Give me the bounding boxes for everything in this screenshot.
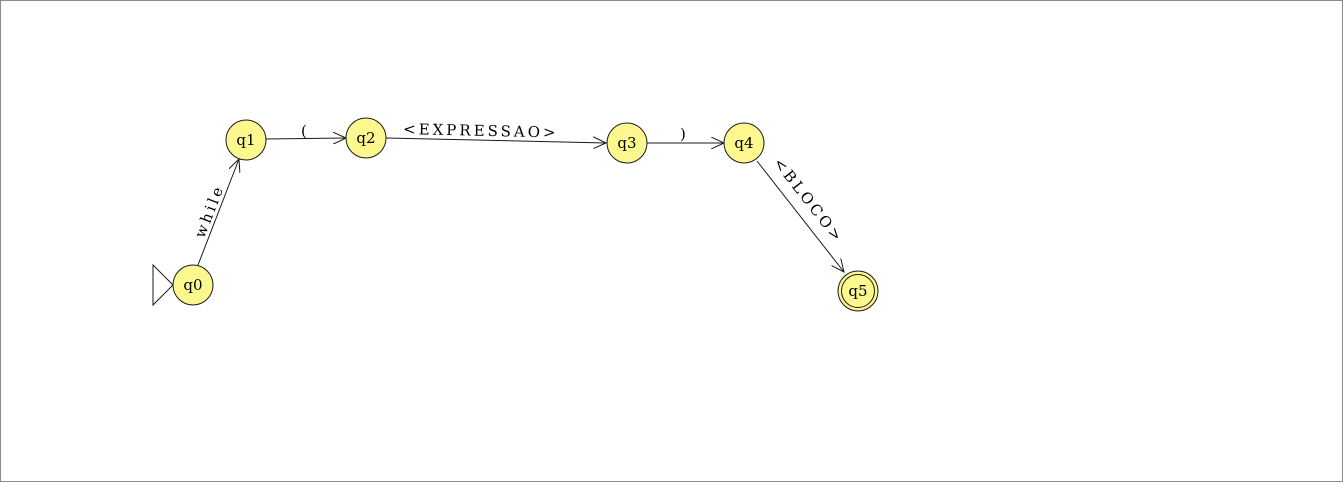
transition-label-while: while bbox=[191, 182, 228, 241]
state-label-q1: q1 bbox=[236, 131, 255, 149]
state-q0[interactable]: q0 bbox=[172, 264, 214, 306]
state-q3[interactable]: q3 bbox=[606, 122, 648, 164]
final-state-ring bbox=[841, 274, 875, 308]
transition-label-expressao: <EXPRESSAO> bbox=[403, 120, 559, 142]
state-q1[interactable]: q1 bbox=[225, 119, 267, 161]
transition-q2-q3[interactable]: <EXPRESSAO> bbox=[385, 120, 606, 143]
transition-q0-q1[interactable]: while bbox=[191, 159, 239, 266]
state-q4[interactable]: q4 bbox=[723, 122, 765, 164]
transition-label-bloco: <BLOCO> bbox=[770, 154, 848, 246]
initial-state-marker bbox=[152, 263, 174, 307]
transition-q3-q4[interactable]: ) bbox=[647, 125, 724, 143]
transition-label-close-paren: ) bbox=[680, 125, 689, 143]
state-label-q0: q0 bbox=[183, 276, 202, 294]
state-label-q4: q4 bbox=[734, 134, 753, 152]
state-q5[interactable]: q5 bbox=[837, 270, 879, 312]
transition-q4-q5[interactable]: <BLOCO> bbox=[756, 154, 848, 272]
state-label-q2: q2 bbox=[356, 129, 375, 147]
state-q2[interactable]: q2 bbox=[345, 117, 387, 159]
state-label-q5: q5 bbox=[848, 282, 867, 300]
state-label-q3: q3 bbox=[617, 134, 636, 152]
transition-label-open-paren: ( bbox=[301, 122, 310, 140]
transition-q1-q2[interactable]: ( bbox=[265, 122, 346, 140]
